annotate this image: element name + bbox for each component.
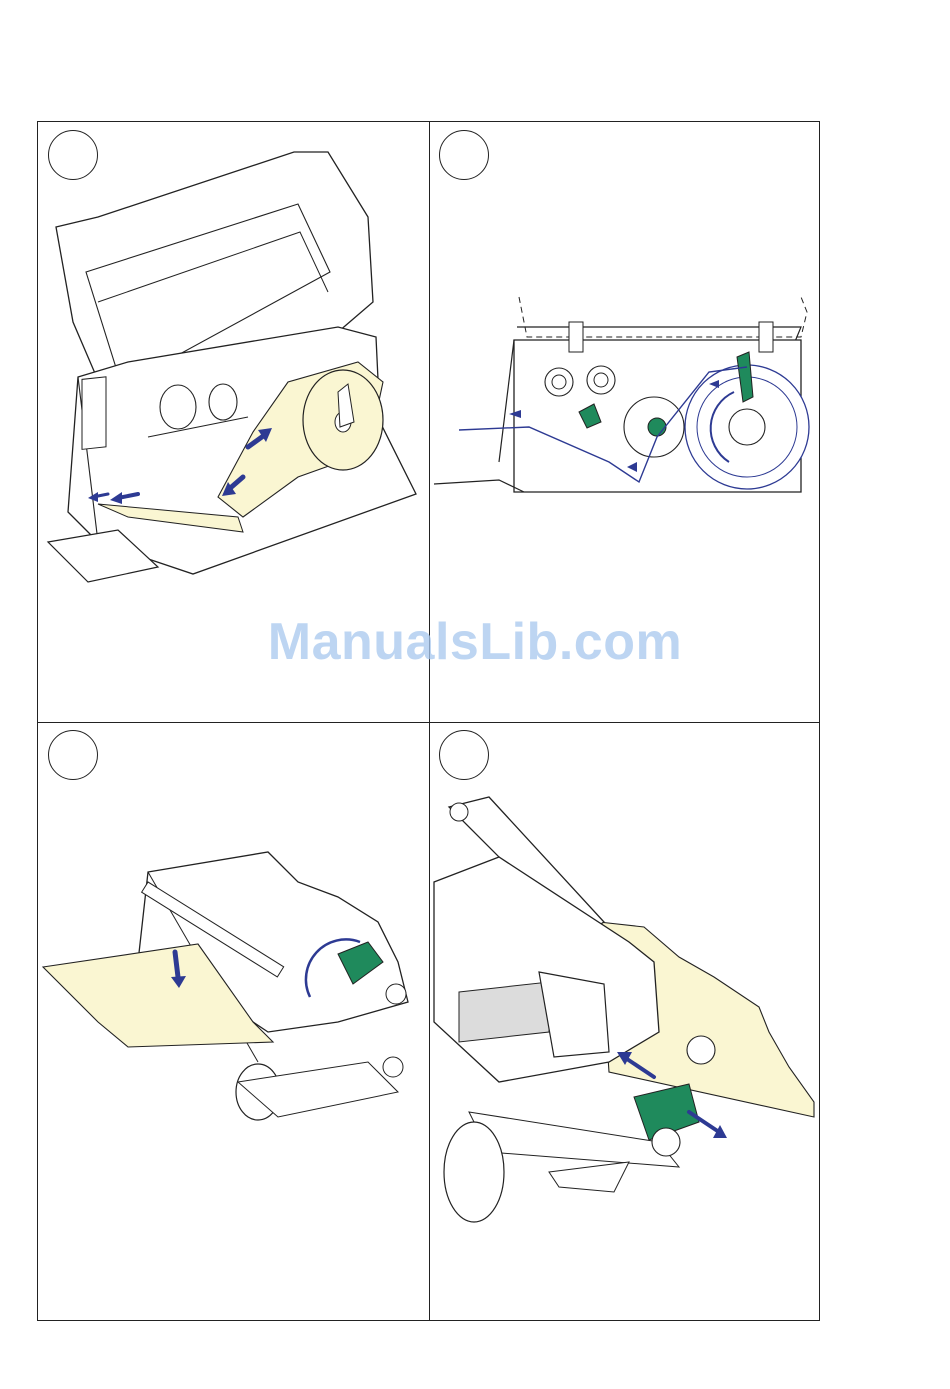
step-number-circle: [48, 130, 98, 180]
step-number-circle: [439, 130, 489, 180]
step-number-circle: [439, 730, 489, 780]
media-guide-adjust-illustration: [429, 722, 819, 1322]
media-under-head-illustration: [38, 722, 428, 1322]
step-number-circle: [48, 730, 98, 780]
panel-3: [38, 722, 428, 1322]
instruction-grid: [37, 121, 820, 1321]
panel-4: [429, 722, 819, 1322]
watermark-text: ManualsLib.com: [0, 612, 950, 672]
